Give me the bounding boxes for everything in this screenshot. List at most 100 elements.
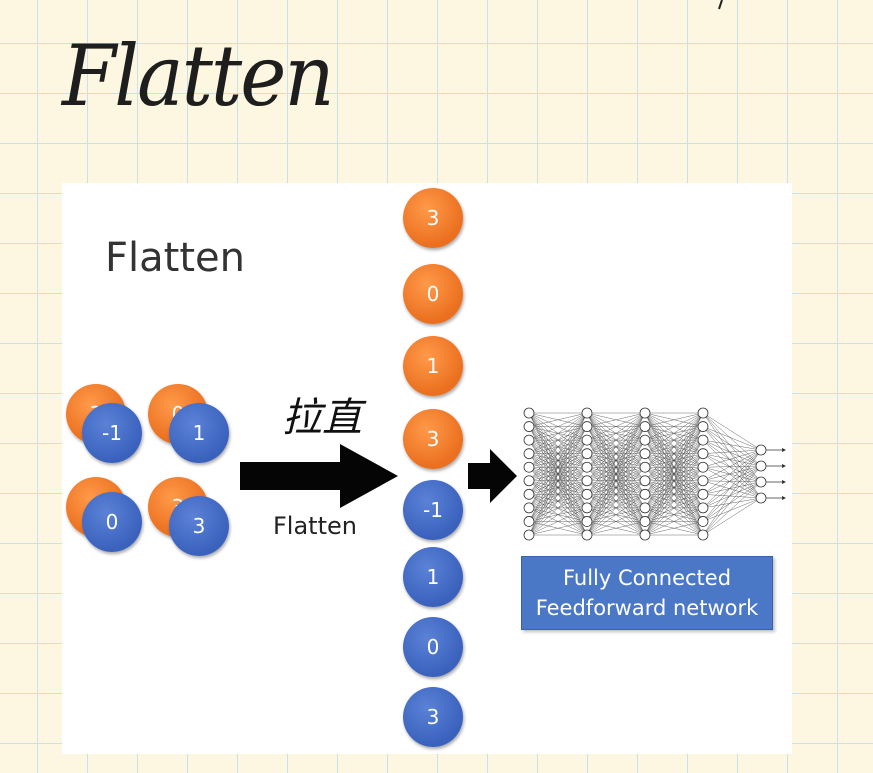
network-connection <box>644 521 704 536</box>
network-connection <box>528 467 588 536</box>
network-connection <box>586 521 646 536</box>
network-connection <box>528 412 588 468</box>
network-connection <box>702 497 762 522</box>
network-connection <box>586 412 646 441</box>
network-neuron <box>639 407 651 419</box>
network-neuron <box>639 461 651 473</box>
network-connection <box>702 481 762 495</box>
network-connection <box>644 426 704 536</box>
network-connection <box>702 449 762 536</box>
network-neuron <box>581 421 593 432</box>
network-neuron <box>697 475 709 487</box>
network-connection <box>644 494 704 536</box>
network-connection <box>586 412 646 468</box>
output-arrow-head <box>782 480 786 484</box>
output-arrow-head <box>782 464 786 468</box>
vector-node: 3 <box>403 188 463 248</box>
network-connection <box>586 440 646 536</box>
network-neuron <box>639 502 651 514</box>
network-connection <box>528 412 588 481</box>
network-neuron <box>697 529 709 541</box>
vector-node: 1 <box>403 336 463 396</box>
network-connection <box>644 480 704 536</box>
feature-blue-node: 3 <box>169 496 229 556</box>
network-connection <box>586 412 646 427</box>
network-neuron <box>639 529 651 541</box>
network-neuron <box>581 488 593 500</box>
network-neuron <box>639 475 651 487</box>
network-neuron <box>755 492 767 504</box>
network-connection <box>586 412 646 454</box>
network-connection <box>644 412 704 441</box>
network-label-line2: Feedforward network <box>535 596 759 620</box>
network-connection <box>644 412 704 495</box>
network-connection <box>528 412 588 495</box>
vector-node: 0 <box>403 264 463 324</box>
network-connection <box>644 412 704 522</box>
network-connection <box>702 449 762 481</box>
network-connection <box>586 480 646 536</box>
slide: Flatten 3 -1 0 1 1 0 3 3 拉直 Flatten 3 0 … <box>62 183 792 754</box>
network-neuron <box>639 434 651 446</box>
network-neuron <box>523 421 535 432</box>
network-connection <box>586 467 646 536</box>
feature-blue-node: 0 <box>82 492 142 552</box>
flatten-label: Flatten <box>273 512 357 540</box>
network-neuron <box>581 502 593 514</box>
network-neuron <box>523 448 535 460</box>
network-connection <box>702 412 762 451</box>
network-connection <box>644 412 704 454</box>
neural-network-diagram <box>523 407 786 541</box>
network-connection <box>702 449 762 509</box>
network-connection <box>702 449 762 454</box>
network-connection <box>702 481 762 522</box>
network-connection <box>702 480 762 483</box>
network-connection <box>702 481 762 509</box>
network-connection <box>644 412 704 508</box>
network-connection <box>644 453 704 536</box>
network-neuron <box>755 460 767 472</box>
network-neuron <box>639 448 651 460</box>
network-neuron <box>697 461 709 473</box>
network-connection <box>702 449 762 495</box>
network-connection <box>702 426 762 499</box>
output-arrow-head <box>782 448 786 452</box>
feature-blue-node: -1 <box>82 403 142 463</box>
network-connection <box>528 494 588 536</box>
network-connection <box>702 494 762 499</box>
network-neuron <box>523 434 535 446</box>
network-label-box: Fully Connected Feedforward network <box>521 556 773 630</box>
network-neuron <box>523 488 535 500</box>
network-connection <box>702 497 762 536</box>
network-connection <box>528 480 588 536</box>
network-neuron <box>697 421 709 432</box>
network-connection <box>702 465 762 536</box>
handwritten-note: 拉直 <box>282 395 362 441</box>
network-connection <box>644 440 704 536</box>
network-connection <box>586 412 646 536</box>
network-neuron <box>639 421 651 432</box>
network-connection <box>702 497 762 509</box>
network-neuron <box>581 461 593 473</box>
slide-title: Flatten <box>105 235 245 281</box>
network-connection <box>702 426 762 451</box>
network-connection <box>586 507 646 536</box>
network-connection <box>528 412 588 427</box>
feature-blue-node: 1 <box>169 403 229 463</box>
output-arrow-head <box>782 496 786 500</box>
network-neuron <box>697 502 709 514</box>
pen-stroke-mark <box>718 0 723 10</box>
network-neuron <box>581 434 593 446</box>
network-neuron <box>581 529 593 541</box>
network-connection <box>644 467 704 536</box>
network-neuron <box>697 434 709 446</box>
network-connection <box>528 426 588 536</box>
network-connection <box>586 412 646 481</box>
network-neuron <box>697 407 709 419</box>
vector-node: -1 <box>403 480 463 540</box>
network-connection <box>528 412 588 508</box>
small-arrow-icon <box>468 449 517 503</box>
network-label-line1: Fully Connected <box>562 566 732 590</box>
vector-node: 0 <box>403 617 463 677</box>
vector-node: 3 <box>403 687 463 747</box>
